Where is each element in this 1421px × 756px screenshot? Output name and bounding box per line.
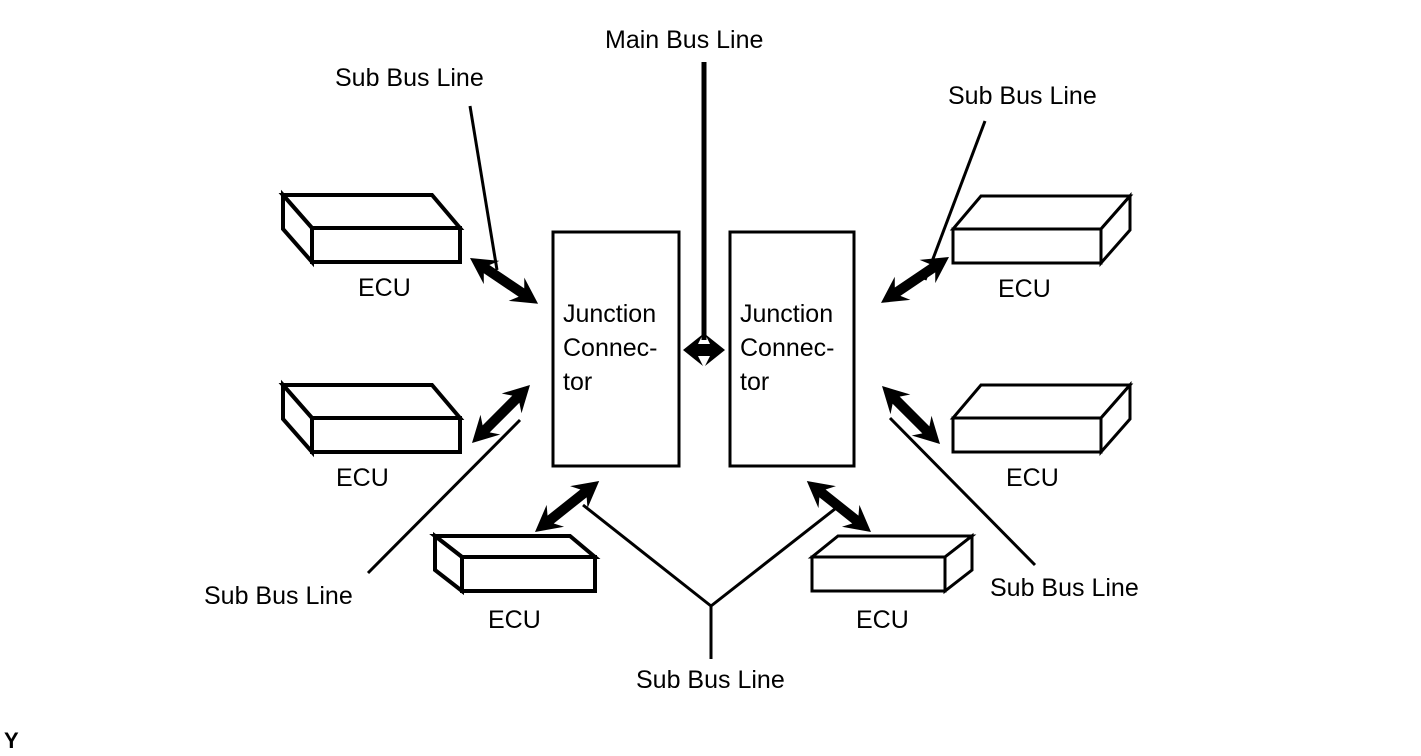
sub-bus-line-top-right-leader: [923, 120, 987, 281]
ecu-top-right[interactable]: ECU: [949, 192, 1134, 303]
ecu-top-left-front-face: [310, 226, 462, 264]
ecu-top-right-side-face: [1099, 192, 1132, 267]
ecu-top-left-to-junction-arrow: [462, 246, 546, 316]
sub-bus-line-top-left-label: Sub Bus Line: [335, 64, 484, 92]
sub-bus-line-mid-right-leader: [888, 416, 1037, 567]
junction-connector-right-line1: Junction: [740, 300, 833, 328]
ecu-bottom-left-label: ECU: [488, 606, 541, 634]
junction-connector-left-line3: tor: [563, 368, 592, 396]
junction-connector-right-line3: tor: [740, 368, 769, 396]
ecu-top-right-label: ECU: [998, 275, 1051, 303]
sub-bus-line-top-left-leader: [468, 105, 499, 271]
ecu-top-left-label: ECU: [358, 274, 411, 302]
junction-connector-right[interactable]: Junction Connec- tor: [728, 230, 856, 468]
ecu-mid-right-label: ECU: [1006, 464, 1059, 492]
ecu-bottom-left-side-face: [433, 531, 464, 596]
ecu-mid-left-front-face: [310, 416, 462, 454]
ecu-bottom-right-front-face: [810, 555, 947, 593]
ecu-bottom-left[interactable]: ECU: [429, 531, 601, 634]
main-bus-line-label: Main Bus Line: [605, 26, 763, 54]
junction-connector-left[interactable]: Junction Connec- tor: [551, 230, 681, 468]
junction-connector-left-box: [551, 230, 681, 468]
sub-bus-line-top-right-label: Sub Bus Line: [948, 82, 1097, 110]
ecu-bottom-right-to-junction-arrow: [798, 469, 880, 543]
ecu-top-left[interactable]: ECU: [278, 189, 465, 302]
ecu-mid-right-to-junction-arrow: [872, 376, 950, 454]
ecu-mid-right-front-face: [951, 416, 1103, 454]
ecu-bottom-right[interactable]: ECU: [807, 532, 977, 634]
ecu-bottom-left-front-face: [460, 555, 597, 593]
junction-connector-right-box: [728, 230, 856, 468]
sub-bus-line-bottom-label: Sub Bus Line: [636, 666, 785, 694]
junction-connector-right-line2: Connec-: [740, 334, 835, 362]
sub-bus-line-mid-right-label: Sub Bus Line: [990, 574, 1139, 602]
junction-connector-left-line1: Junction: [563, 300, 656, 328]
ecu-bottom-right-label: ECU: [856, 606, 909, 634]
ecu-mid-right-side-face: [1099, 381, 1132, 456]
ecu-mid-right[interactable]: ECU: [949, 381, 1134, 492]
junction-connector-left-line2: Connec-: [563, 334, 658, 362]
ecu-bottom-right-side-face: [943, 532, 974, 595]
corner-mark-y: Y: [4, 728, 19, 753]
ecu-mid-left[interactable]: ECU: [278, 379, 465, 492]
ecu-top-right-front-face: [951, 227, 1103, 265]
ecu-mid-left-side-face: [281, 379, 314, 458]
sub-bus-line-mid-left-leader: [366, 418, 522, 575]
ecu-mid-left-label: ECU: [336, 464, 389, 492]
ecu-top-left-side-face: [281, 189, 314, 268]
sub-bus-line-bottom-branch-right: [710, 503, 841, 608]
sub-bus-line-mid-left-label: Sub Bus Line: [204, 582, 353, 610]
sub-bus-line-bottom-branch-left: [582, 503, 712, 608]
ecu-top-right-to-junction-arrow: [873, 245, 957, 315]
ecu-bottom-left-to-junction-arrow: [526, 469, 608, 543]
main-bus-double-arrow: [683, 334, 725, 366]
